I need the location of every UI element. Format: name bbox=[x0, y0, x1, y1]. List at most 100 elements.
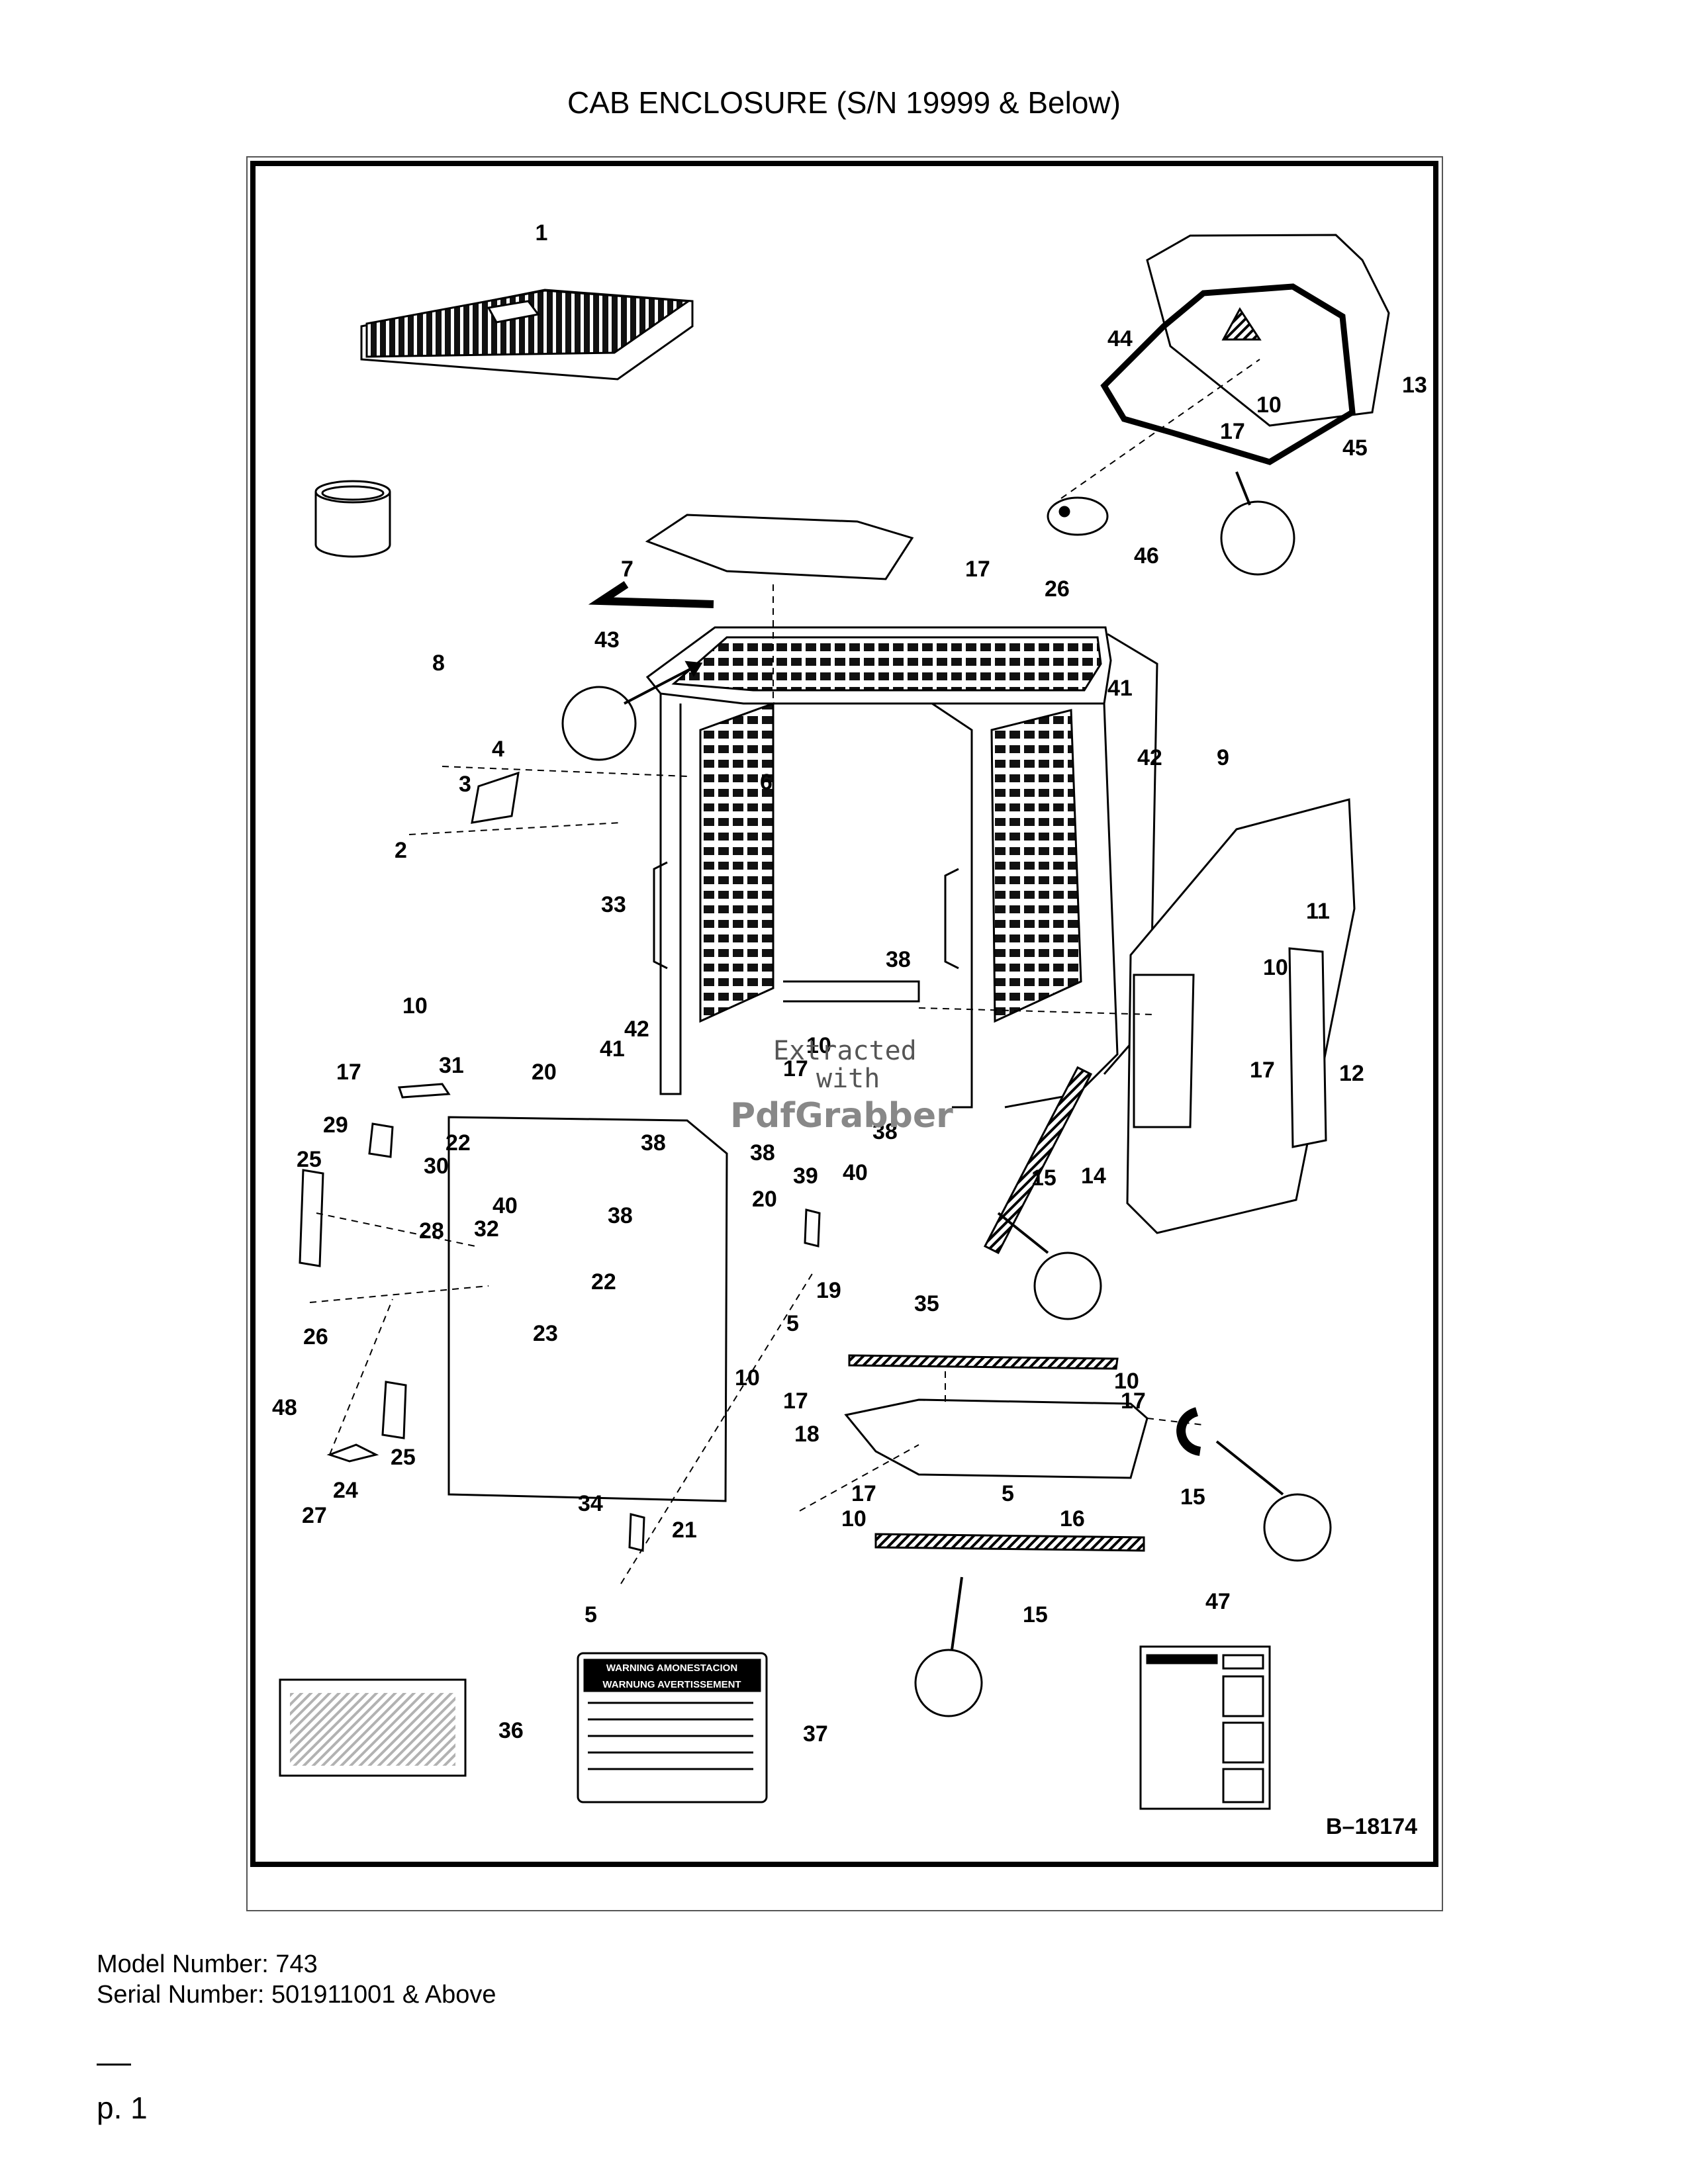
detail-arrows bbox=[624, 471, 1284, 1651]
assembly-leader-lines bbox=[309, 359, 1260, 1584]
part-trim-16 bbox=[844, 1398, 1149, 1479]
callout-1: 1 bbox=[536, 220, 548, 246]
callout-23: 23 bbox=[533, 1321, 558, 1346]
callout-17: 17 bbox=[1121, 1388, 1146, 1414]
detail-circle-roof bbox=[561, 686, 637, 761]
callout-40: 40 bbox=[843, 1160, 868, 1185]
callout-25: 25 bbox=[391, 1445, 416, 1470]
part-strip-15a bbox=[983, 1066, 1093, 1255]
callout-25: 25 bbox=[297, 1147, 322, 1172]
callout-17: 17 bbox=[783, 1056, 808, 1081]
decal-37 bbox=[577, 1652, 768, 1803]
part-callouts: 1 13 44 10 17 45 17 46 26 7 43 8 41 42 9… bbox=[272, 220, 1427, 1747]
callout-15: 15 bbox=[1180, 1484, 1205, 1510]
callout-38: 38 bbox=[872, 1119, 898, 1144]
callout-43: 43 bbox=[594, 627, 620, 653]
model-number: Model Number: 743 bbox=[97, 1950, 318, 1978]
callout-17: 17 bbox=[965, 557, 990, 582]
callout-38: 38 bbox=[886, 947, 911, 972]
callout-41: 41 bbox=[600, 1036, 625, 1062]
callout-10: 10 bbox=[735, 1365, 760, 1390]
part-filter-cylinder bbox=[314, 480, 391, 558]
part-rear-window bbox=[1100, 234, 1390, 465]
callout-34: 34 bbox=[578, 1491, 603, 1516]
callout-7: 7 bbox=[621, 557, 633, 582]
callout-2: 2 bbox=[395, 838, 407, 863]
part-hinge-21 bbox=[628, 1513, 645, 1552]
callout-17: 17 bbox=[851, 1481, 876, 1506]
page-number: p. 1 bbox=[97, 2091, 148, 2125]
callout-33: 33 bbox=[601, 892, 626, 917]
callout-6: 6 bbox=[760, 770, 773, 795]
detail-circle-strip-b bbox=[1263, 1493, 1332, 1562]
part-front-door bbox=[447, 1116, 728, 1502]
part-cab-frame bbox=[645, 626, 1158, 1109]
callout-10: 10 bbox=[841, 1506, 867, 1531]
watermark-line2: with bbox=[816, 1064, 880, 1094]
callout-3: 3 bbox=[459, 772, 471, 797]
callout-31: 31 bbox=[439, 1053, 464, 1078]
callout-5: 5 bbox=[786, 1311, 799, 1336]
decal-47 bbox=[1139, 1645, 1271, 1810]
callout-24: 24 bbox=[333, 1478, 358, 1503]
part-latch-plate bbox=[471, 771, 520, 824]
callout-15: 15 bbox=[1023, 1602, 1048, 1627]
callout-48: 48 bbox=[272, 1395, 297, 1420]
callout-9: 9 bbox=[1217, 745, 1229, 770]
cab-enclosure-exploded-diagram: 1 13 44 10 17 45 17 46 26 7 43 8 41 42 9… bbox=[272, 220, 1427, 1839]
callout-5: 5 bbox=[585, 1602, 597, 1627]
watermark: Extracted with PdfGrabber bbox=[730, 1036, 953, 1136]
callout-38: 38 bbox=[641, 1130, 666, 1156]
callout-38: 38 bbox=[750, 1140, 775, 1165]
callout-20: 20 bbox=[752, 1187, 777, 1212]
figure-frame bbox=[250, 161, 1438, 1867]
page-title: CAB ENCLOSURE (S/N 19999 & Below) bbox=[567, 85, 1121, 120]
callout-18: 18 bbox=[794, 1422, 820, 1447]
watermark-line1: Extracted bbox=[773, 1036, 917, 1066]
callout-22: 22 bbox=[591, 1269, 616, 1295]
callout-29: 29 bbox=[323, 1113, 348, 1138]
detail-circle-strip-a bbox=[1033, 1251, 1102, 1320]
callout-13: 13 bbox=[1402, 373, 1427, 398]
callout-14: 14 bbox=[1081, 1163, 1106, 1189]
part-strip-15c bbox=[1176, 1407, 1201, 1456]
callout-36: 36 bbox=[498, 1718, 524, 1743]
decal-37-subheader: WARNUNG AVERTISSEMENT bbox=[602, 1679, 741, 1690]
callout-40: 40 bbox=[492, 1193, 518, 1218]
callout-4: 4 bbox=[492, 737, 504, 762]
callout-35: 35 bbox=[914, 1291, 939, 1316]
callout-37: 37 bbox=[803, 1721, 828, 1747]
callout-22: 22 bbox=[445, 1130, 471, 1156]
callout-17: 17 bbox=[1250, 1058, 1275, 1083]
callout-11: 11 bbox=[1306, 899, 1330, 924]
decal-36 bbox=[279, 1678, 467, 1777]
callout-38: 38 bbox=[608, 1203, 633, 1228]
watermark-brand: PdfGrabber bbox=[730, 1096, 953, 1136]
callout-17: 17 bbox=[1220, 419, 1245, 444]
callout-10: 10 bbox=[806, 1033, 831, 1058]
part-roof-glass bbox=[588, 514, 914, 608]
callout-10: 10 bbox=[1256, 392, 1282, 418]
callout-28: 28 bbox=[419, 1218, 444, 1244]
part-hinge-19 bbox=[804, 1208, 821, 1248]
serial-number: Serial Number: 501911001 & Above bbox=[97, 1981, 496, 2009]
part-door-latch-assembly bbox=[299, 1083, 451, 1463]
callout-46: 46 bbox=[1134, 543, 1159, 569]
callout-45: 45 bbox=[1342, 435, 1368, 461]
callout-19: 19 bbox=[816, 1278, 841, 1303]
callout-32: 32 bbox=[474, 1216, 499, 1242]
callout-10: 10 bbox=[402, 993, 428, 1019]
detail-circle-rear bbox=[1220, 500, 1295, 576]
callout-5: 5 bbox=[1002, 1481, 1014, 1506]
figure-outer-frame bbox=[246, 156, 1443, 1911]
callout-44: 44 bbox=[1107, 326, 1133, 351]
callout-12: 12 bbox=[1339, 1061, 1364, 1086]
part-trim-35 bbox=[848, 1354, 1119, 1370]
callout-21: 21 bbox=[672, 1518, 697, 1543]
callout-17: 17 bbox=[783, 1388, 808, 1414]
part-headliner bbox=[360, 289, 694, 381]
part-ring bbox=[1047, 496, 1109, 536]
part-side-panel bbox=[1288, 947, 1327, 1148]
callout-17: 17 bbox=[336, 1060, 361, 1085]
callout-10: 10 bbox=[1263, 955, 1288, 980]
